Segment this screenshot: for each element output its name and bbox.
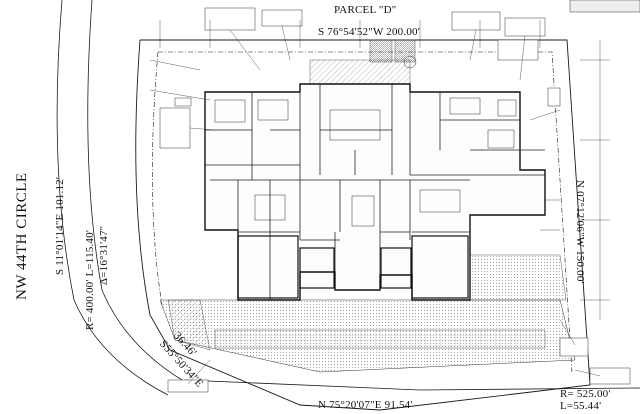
house-footprint: [204, 83, 546, 301]
road-curve: [56, 0, 640, 396]
fixtures: [214, 55, 517, 227]
west-curve-delta-label: Δ=16°31'47": [98, 225, 110, 285]
west-curve-radius-label: R= 400.00' L=115.40': [84, 229, 96, 330]
property-boundary: [135, 39, 591, 411]
leader-lines: [149, 25, 601, 385]
west-bearing-label: S 11°01'14"E 101.12': [54, 176, 66, 275]
note-boxes: [159, 0, 640, 393]
interior-walls: [205, 84, 545, 300]
parcel-label: PARCEL "D": [334, 4, 397, 16]
south-curve-length-label: L=55.44': [560, 400, 602, 412]
dimension-ticks: [159, 20, 610, 301]
south-curve-radius-label: R= 525.00': [560, 388, 611, 400]
garage-rooms: [237, 235, 469, 299]
north-bearing-label: S 76°54'52"W 200.00': [318, 26, 420, 38]
south-bearing-label: N 75°20'07"E 91.54': [318, 399, 413, 411]
landscape-belt: [159, 254, 576, 373]
east-bearing-label: N 07°12'06"W 150.00': [574, 180, 586, 284]
street-name-label: NW 44TH CIRCLE: [14, 172, 30, 300]
